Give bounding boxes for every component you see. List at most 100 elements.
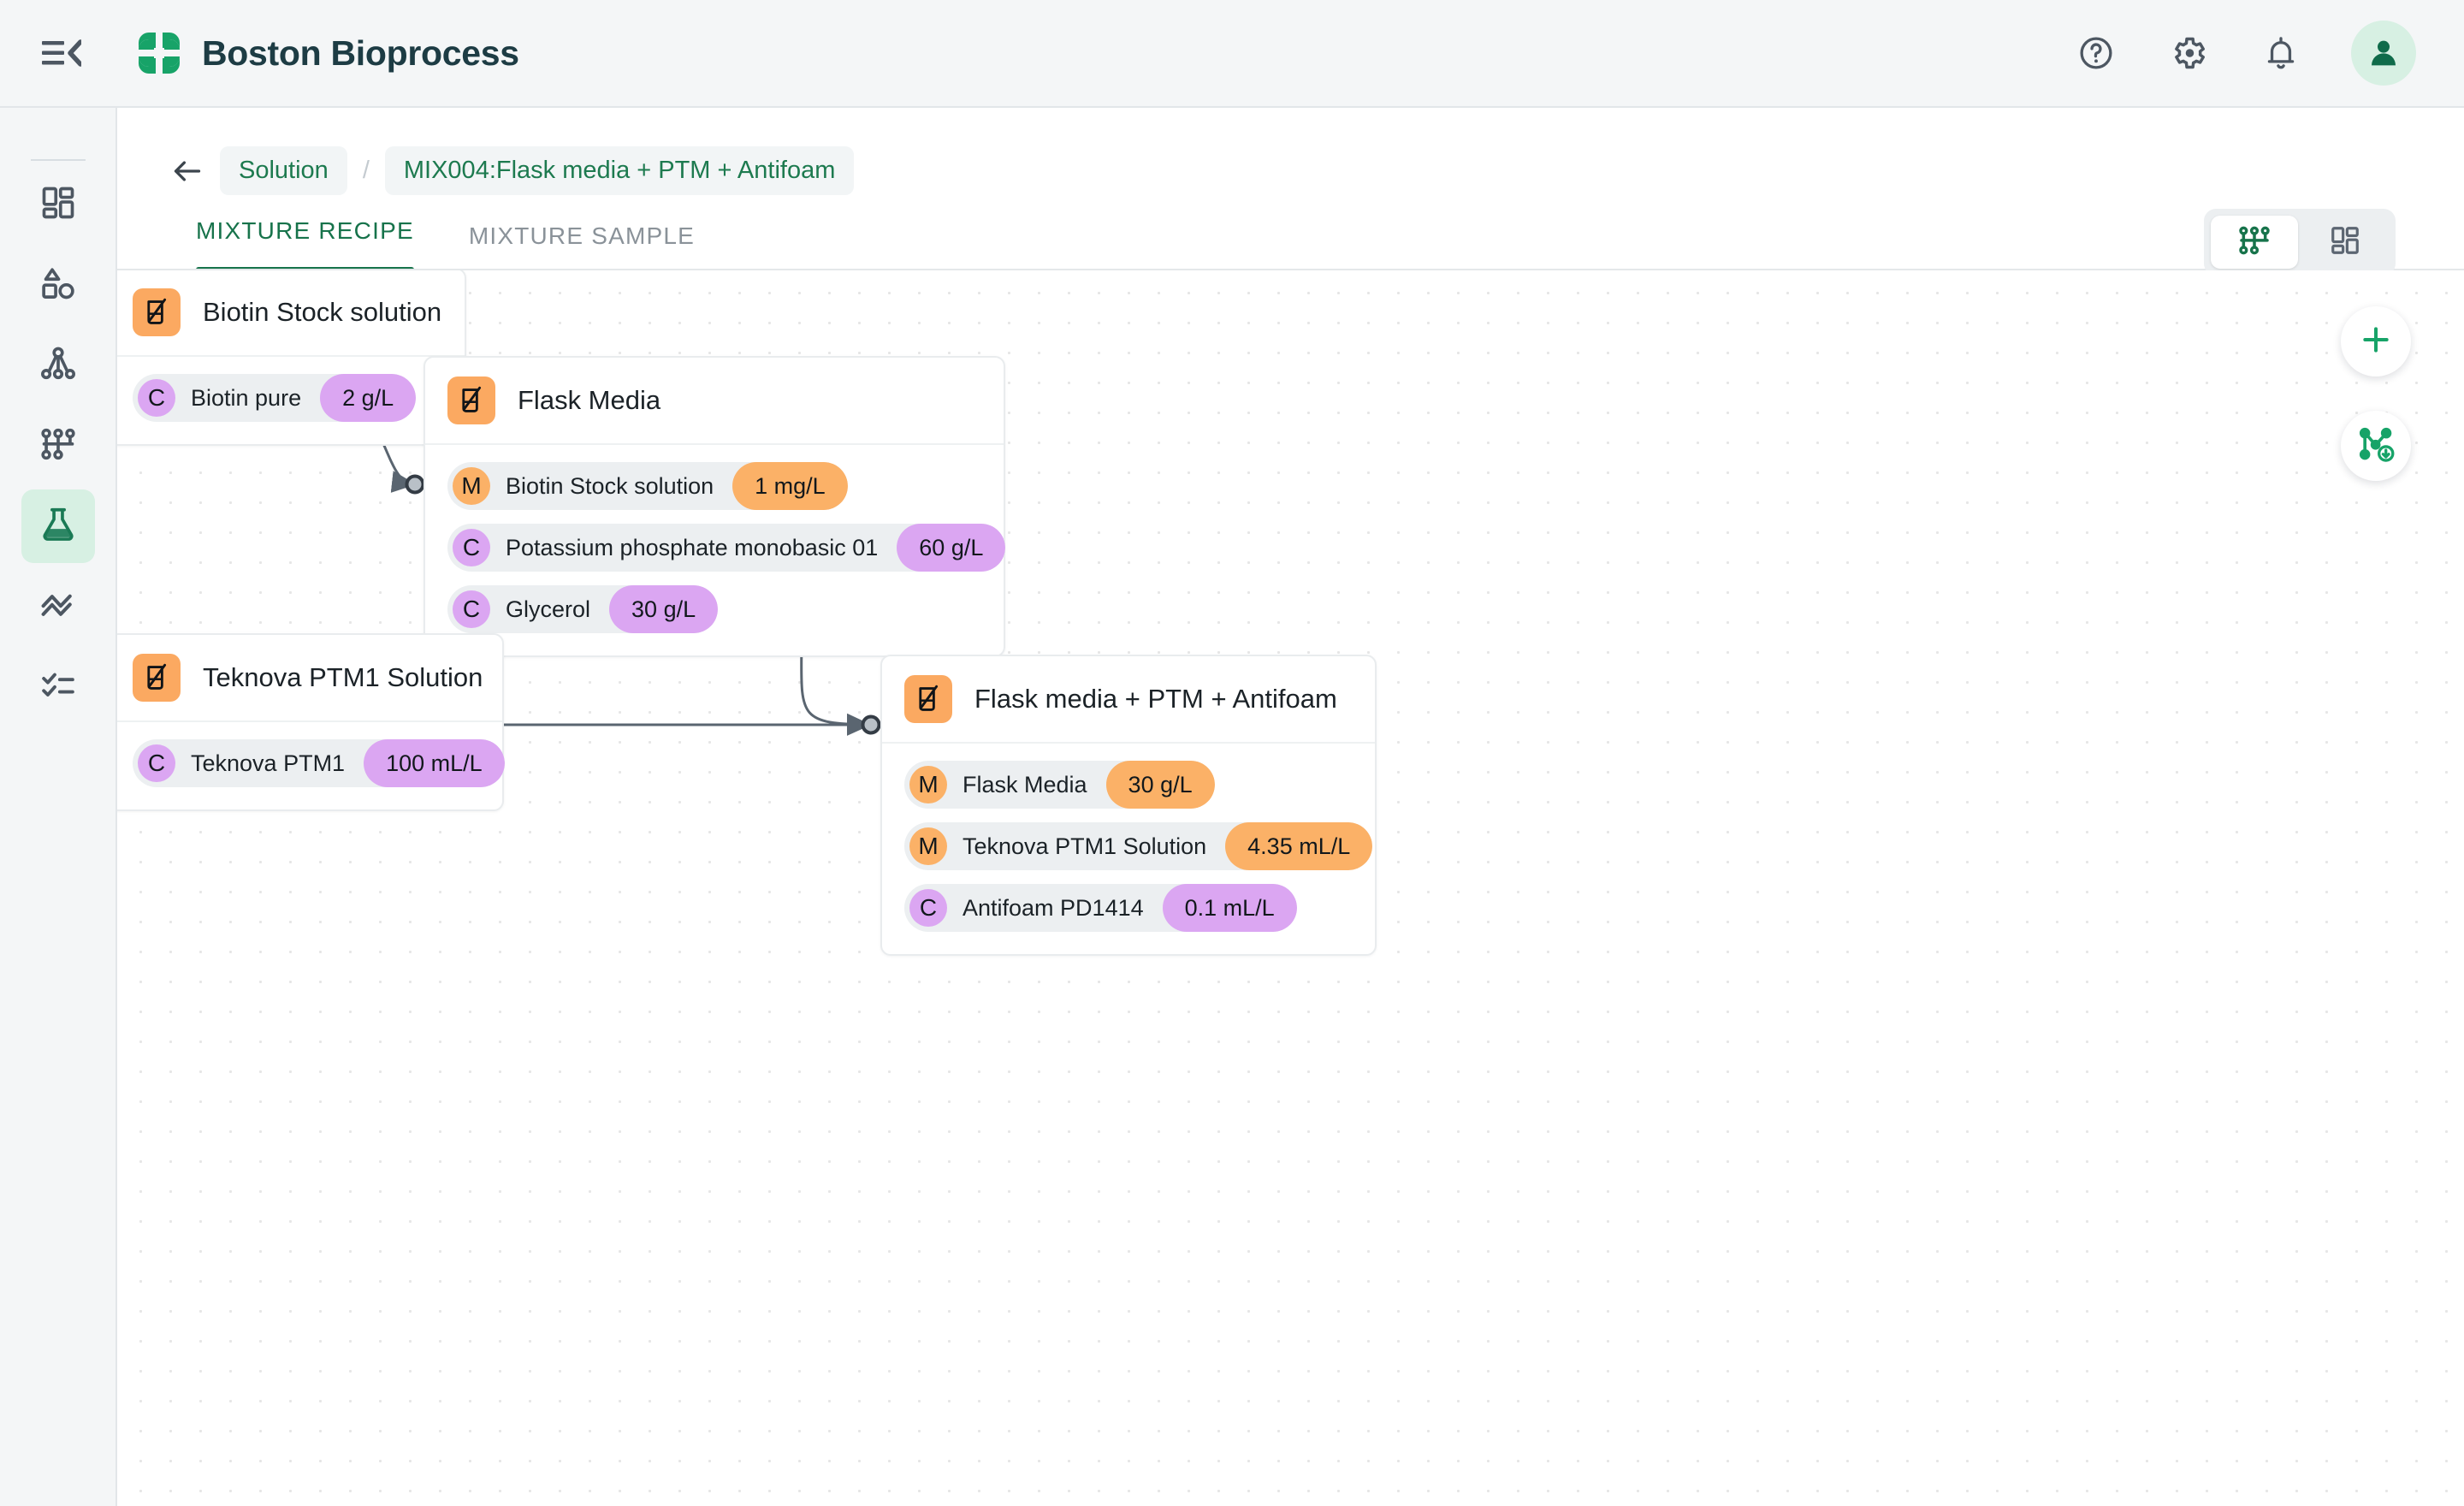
node-ingredients: M Flask Media 30 g/L M Teknova PTM1 Solu… [882,744,1375,954]
tab-mixture-recipe[interactable]: MIXTURE RECIPE [169,209,441,272]
brand-name: Boston Bioprocess [202,33,519,73]
chip-type-badge: C [453,590,490,628]
sidebar-item-analytics[interactable] [21,570,95,643]
gear-icon[interactable] [2166,31,2211,75]
beaker-icon [133,288,181,336]
beaker-icon [133,654,181,702]
beaker-icon [447,376,495,424]
graph-canvas[interactable]: Biotin Stock solution C Biotin pure 2 g/… [117,270,2464,1506]
flask-icon [39,506,77,548]
graph-node[interactable]: Flask Media M Biotin Stock solution 1 mg… [424,356,1006,657]
ingredient-chip[interactable]: C Biotin pure 2 g/L [133,374,417,422]
chip-value: 100 mL/L [364,739,505,787]
brand[interactable]: Boston Bioprocess [137,31,519,75]
chip-label: Glycerol [506,596,591,622]
chip-value: 30 g/L [1105,761,1215,809]
chip-type-badge: M [453,467,490,505]
sidebar-item-dashboard[interactable] [21,168,95,241]
chip-label: Flask Media [962,771,1087,797]
view-toggle-grid[interactable] [2301,216,2389,269]
graph-node[interactable]: Flask media + PTM + Antifoam M Flask Med… [880,655,1377,956]
auto-layout-button[interactable] [2341,411,2411,481]
node-title: Flask Media [518,385,661,415]
node-header: Flask Media [425,358,1004,445]
shapes-icon [39,264,77,306]
view-toggle-graph[interactable] [2211,216,2298,269]
breadcrumb-root[interactable]: Solution [220,146,347,195]
menu-collapse-icon[interactable] [38,29,86,77]
bell-icon[interactable] [2259,31,2303,75]
sidebar-item-tasks[interactable] [21,650,95,724]
sidebar-item-shapes[interactable] [21,248,95,322]
workflow-nodes-icon [39,425,77,467]
chip-type-badge: C [138,379,175,417]
beaker-icon [904,675,952,723]
ingredient-chip[interactable]: C Potassium phosphate monobasic 01 60 g/… [447,524,1006,572]
breadcrumb: Solution / MIX004:Flask media + PTM + An… [169,146,855,195]
chip-label: Teknova PTM1 Solution [962,833,1207,859]
help-circle-icon[interactable] [2074,31,2118,75]
add-node-button[interactable] [2341,306,2411,376]
ingredient-chip[interactable]: M Flask Media 30 g/L [904,761,1215,809]
node-header: Flask media + PTM + Antifoam [882,656,1375,744]
ingredient-chip[interactable]: M Teknova PTM1 Solution 4.35 mL/L [904,822,1373,870]
ingredient-chip[interactable]: M Biotin Stock solution 1 mg/L [447,462,848,510]
chip-value: 2 g/L [320,374,417,422]
tab-bar: MIXTURE RECIPE MIXTURE SAMPLE [169,209,722,272]
graph-view-icon [2237,223,2272,262]
checklist-icon [39,667,77,709]
chip-type-badge: C [453,529,490,566]
tab-bar-divider [117,269,2464,270]
arrow-left-icon[interactable] [169,152,206,190]
node-ingredients: M Biotin Stock solution 1 mg/L C Potassi… [425,445,1006,655]
chip-type-badge: C [909,889,947,927]
header-actions [2074,21,2416,86]
sidebar-item-hierarchy[interactable] [21,329,95,402]
node-ingredients: C Biotin pure 2 g/L [117,357,465,444]
content-area: Solution / MIX004:Flask media + PTM + An… [117,108,2464,1506]
ingredient-chip[interactable]: C Antifoam PD1414 0.1 mL/L [904,884,1297,932]
edge-handle[interactable] [861,714,881,735]
chip-value: 60 g/L [897,524,1006,572]
node-title: Biotin Stock solution [203,297,442,327]
chip-value: 30 g/L [609,585,719,633]
dashboard-grid-icon [39,184,77,226]
hierarchy-icon [39,345,77,387]
plus-icon [2359,323,2393,361]
chip-label: Biotin pure [191,384,302,411]
node-ingredients: C Teknova PTM1 100 mL/L [117,722,505,809]
sidebar-divider [30,159,86,161]
node-title: Flask media + PTM + Antifoam [974,684,1337,714]
chip-label: Antifoam PD1414 [962,894,1144,921]
breadcrumb-current[interactable]: MIX004:Flask media + PTM + Antifoam [384,146,855,195]
graph-node[interactable]: Teknova PTM1 Solution C Teknova PTM1 100… [117,633,505,811]
avatar[interactable] [2351,21,2416,86]
top-header: Boston Bioprocess [0,0,2464,108]
boston-bioprocess-logo [137,31,181,75]
ingredient-chip[interactable]: C Glycerol 30 g/L [447,585,719,633]
breadcrumb-separator: / [362,157,370,184]
analytics-chart-icon [39,586,77,628]
node-header: Biotin Stock solution [117,270,465,357]
chip-value: 0.1 mL/L [1162,884,1297,932]
ingredient-chip[interactable]: C Teknova PTM1 100 mL/L [133,739,505,787]
graph-add-icon [2357,425,2395,467]
chip-type-badge: C [138,744,175,782]
view-toggle [2204,209,2396,276]
chip-label: Potassium phosphate monobasic 01 [506,534,879,560]
chip-label: Biotin Stock solution [506,472,714,499]
tab-mixture-sample[interactable]: MIXTURE SAMPLE [468,222,696,249]
chip-type-badge: M [909,766,947,803]
chip-value: 4.35 mL/L [1225,822,1373,870]
left-sidebar [0,108,117,1506]
sidebar-item-workflow[interactable] [21,409,95,483]
card-view-icon [2329,224,2361,261]
graph-node[interactable]: Biotin Stock solution C Biotin pure 2 g/… [117,270,466,446]
edge-handle[interactable] [405,474,425,495]
chip-label: Teknova PTM1 [191,750,346,776]
chip-value: 1 mg/L [732,462,848,510]
node-title: Teknova PTM1 Solution [203,662,483,692]
sidebar-item-solutions[interactable] [21,489,95,563]
node-header: Teknova PTM1 Solution [117,635,502,722]
